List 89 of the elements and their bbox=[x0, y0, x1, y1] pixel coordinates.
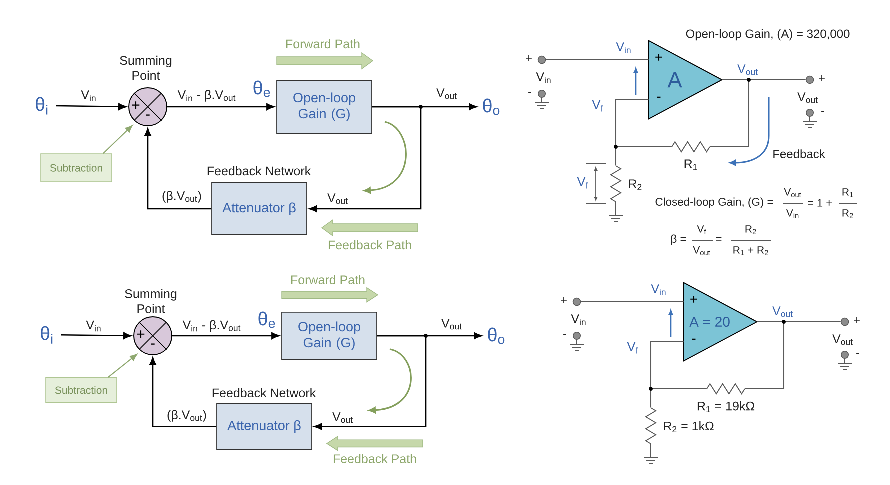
edge-label: V$_{out}$ bbox=[326, 192, 350, 206]
polarity-sign: - bbox=[151, 344, 155, 345]
polarity-sign: - bbox=[822, 111, 824, 112]
process-box: Open-loop Gain (G) bbox=[276, 80, 372, 134]
edge-label: (β.V$_{out}$) bbox=[166, 409, 208, 423]
leader-arrow bbox=[108, 354, 138, 378]
signal-symbol: θ$_{e}$ bbox=[258, 312, 276, 328]
polarity-sign: - bbox=[146, 114, 150, 116]
process-box: Attenuator β bbox=[216, 403, 312, 450]
polarity-sign: + bbox=[690, 296, 698, 303]
polarity-sign: + bbox=[854, 318, 860, 324]
formula-text: R$_{1}$ bbox=[842, 188, 854, 198]
note-box: Subtraction bbox=[40, 154, 112, 182]
terminal-label: V$_{in}$ bbox=[571, 314, 586, 326]
formula-text: V$_{out}$ bbox=[693, 246, 710, 256]
edge-label: V$_{in}$ - β.V$_{out}$ bbox=[182, 319, 242, 334]
path-caption: Feedback Path bbox=[334, 454, 416, 464]
arrow bbox=[144, 128, 212, 210]
arrow bbox=[309, 106, 422, 212]
polarity-sign: - bbox=[856, 353, 860, 354]
leader-arrow bbox=[103, 125, 133, 154]
resistor-label: R$_{1}$ bbox=[684, 160, 698, 170]
edge-label: V$_{out}$ bbox=[772, 306, 794, 318]
polarity-sign: + bbox=[132, 102, 140, 110]
annotation: Open-loop Gain, (A) = 320,000 bbox=[686, 29, 850, 41]
edge-label: V$_{in}$ bbox=[80, 90, 98, 102]
polarity-sign: - bbox=[528, 92, 532, 94]
edge-label: V$_{out}$ bbox=[736, 64, 760, 76]
polarity-sign: + bbox=[819, 76, 825, 82]
process-box: Open-loop Gain (G) bbox=[282, 312, 378, 360]
voltage-label: V$_{f}$ bbox=[592, 100, 604, 112]
junction-label: Summing Point bbox=[120, 56, 172, 80]
edge-label: (β.V$_{out}$) bbox=[161, 190, 203, 204]
edge-label: V$_{in}$ - β.V$_{out}$ bbox=[176, 89, 238, 103]
junction-label: Summing Point bbox=[125, 289, 177, 314]
arrow bbox=[56, 103, 127, 110]
wire bbox=[744, 322, 784, 390]
voltage-label: V$_{f}$ bbox=[627, 342, 638, 354]
path-caption: Forward Path bbox=[286, 39, 360, 49]
polarity-sign: + bbox=[656, 54, 662, 61]
wire bbox=[616, 146, 672, 166]
formula-text: R$_{2}$ bbox=[746, 226, 756, 234]
signal-symbol: θ$_{i}$ bbox=[40, 326, 53, 344]
formula-text: β = bbox=[672, 234, 686, 246]
resistor-label: R$_{2}$ = 1kΩ bbox=[664, 421, 714, 433]
arrow bbox=[172, 332, 280, 340]
path-caption: Feedback Path bbox=[328, 240, 412, 250]
terminal-label: V$_{out}$ bbox=[832, 334, 853, 346]
polarity-sign: + bbox=[137, 330, 145, 338]
edge-label: V$_{in}$ bbox=[650, 284, 668, 296]
edge-label: V$_{out}$ bbox=[440, 318, 464, 331]
arrow bbox=[150, 357, 217, 428]
edge-label: V$_{out}$ bbox=[332, 412, 354, 424]
resistor-label: R$_{2}$ bbox=[629, 180, 642, 190]
formula-text: R$_{1}$ + R$_{2}$ bbox=[734, 246, 768, 256]
formula-text: = bbox=[716, 237, 722, 241]
terminal-label: V$_{out}$ bbox=[798, 92, 818, 104]
signal-symbol: θ$_{o}$ bbox=[483, 98, 500, 116]
signal-symbol: θ$_{o}$ bbox=[488, 328, 505, 344]
edge-label: V$_{in}$ bbox=[85, 320, 103, 333]
note-box: Subtraction bbox=[46, 377, 118, 404]
formula-text: V$_{in}$ bbox=[786, 210, 799, 218]
edge-label: V$_{in}$ bbox=[615, 42, 633, 54]
arrow bbox=[314, 335, 427, 430]
edge-label: V$_{out}$ bbox=[436, 88, 458, 100]
arrow bbox=[168, 104, 275, 110]
polarity-sign: + bbox=[526, 56, 532, 62]
terminal-label: V$_{in}$ bbox=[536, 72, 551, 84]
resistor-label: R$_{1}$ = 19kΩ bbox=[698, 402, 755, 412]
wire bbox=[710, 80, 750, 148]
box-heading: Feedback Network bbox=[208, 166, 312, 176]
voltage-label: V$_{f}$ bbox=[577, 177, 588, 189]
arrow bbox=[61, 332, 132, 340]
path-caption: Forward Path bbox=[292, 275, 365, 285]
formula-text: V$_{out}$ bbox=[784, 188, 802, 198]
process-box: Attenuator β bbox=[212, 182, 308, 236]
signal-symbol: θ$_{e}$ bbox=[254, 80, 270, 98]
formula-text: Closed-loop Gain, (G) = bbox=[656, 198, 774, 208]
polarity-sign: + bbox=[561, 298, 567, 304]
signal-symbol: θ$_{i}$ bbox=[36, 97, 48, 115]
formula-text: V$_{f}$ bbox=[697, 226, 706, 234]
polarity-sign: - bbox=[564, 334, 566, 336]
formula-text: R$_{2}$ bbox=[842, 210, 854, 218]
wire bbox=[650, 388, 708, 408]
box-heading: Feedback Network bbox=[212, 388, 316, 398]
polarity-sign: - bbox=[692, 338, 696, 340]
polarity-sign: - bbox=[657, 96, 661, 98]
caption: Feedback bbox=[774, 150, 826, 158]
formula-text: = 1 + bbox=[808, 199, 832, 207]
